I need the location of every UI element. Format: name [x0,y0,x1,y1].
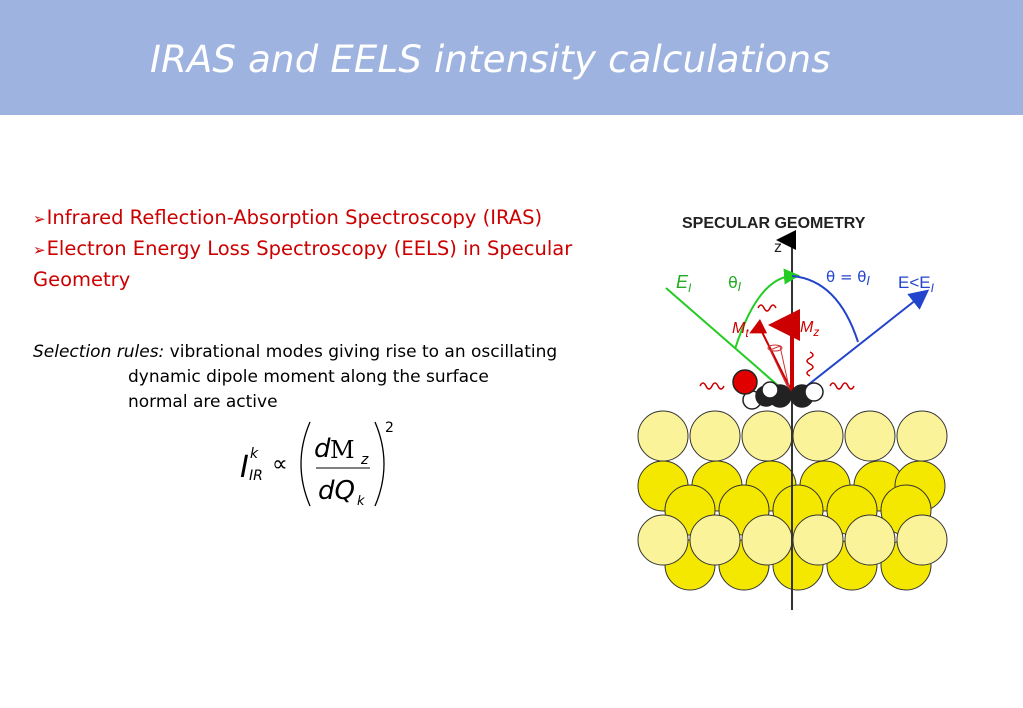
formula-num-d: d [314,434,331,464]
specular-geometry-diagram: SPECULAR GEOMETRY z EI θI [630,200,960,620]
oscillation-waves [699,304,855,390]
z-axis-label: z [774,239,782,256]
mt-label: Mt [732,320,749,340]
intensity-formula: I k IR ∝ d M z dQ k 2 [230,418,430,518]
incident-angle-label: θI [728,273,742,294]
diagram-title: SPECULAR GEOMETRY [682,215,866,232]
formula-sub-ir: IR [249,468,263,484]
bullet-list: ➢Infrared Reflection-Absorption Spectros… [33,203,633,294]
formula-brackets [300,421,385,507]
bullet-eels-cont: Geometry [33,268,131,291]
incident-beam [665,287,791,397]
selection-line1: vibrational modes giving rise to an osci… [164,342,558,362]
specular-angle-label: θ = θI [826,268,870,288]
reflected-beam [793,289,930,397]
bullet-iras: ➢Infrared Reflection-Absorption Spectros… [33,203,633,234]
formula-num-m: M [330,436,355,464]
page-title: IRAS and EELS intensity calculations [150,38,831,81]
selection-line2: dynamic dipole moment along the surface [128,367,489,387]
formula-power-2: 2 [385,420,394,436]
mz-label: Mz [800,319,819,339]
incident-angle-arc [734,268,800,350]
adsorbed-molecule [732,369,824,410]
dipole-cone [769,345,791,393]
formula-den-k: k [357,494,365,509]
selection-line3: normal are active [128,392,278,412]
reflected-angle-arc [791,275,859,343]
specular-geometry-svg: SPECULAR GEOMETRY z EI θI [637,215,948,610]
gold-substrate [637,410,948,591]
header-bar: IRAS and EELS intensity calculations [0,0,1023,115]
formula-propto: ∝ [272,452,288,477]
arrow-bullet-icon: ➢ [33,210,46,228]
formula-den-dq: dQ [318,476,355,506]
bullet-eels-text: Electron Energy Loss Spectroscopy (EELS)… [46,237,573,260]
scattered-energy-label: E<EI [898,273,935,295]
selection-rules: Selection rules: vibrational modes givin… [33,340,557,415]
formula-I: I [240,450,249,485]
selection-label: Selection rules: [33,342,165,362]
incident-energy-label: EI [676,272,692,295]
formula-num-z: z [361,452,369,468]
dipole-mt-arrow [749,319,793,393]
formula-sup-k: k [250,446,259,462]
arrow-bullet-icon: ➢ [33,241,46,259]
bullet-iras-text: Infrared Reflection-Absorption Spectrosc… [46,206,543,229]
bullet-eels: ➢Electron Energy Loss Spectroscopy (EELS… [33,234,633,265]
